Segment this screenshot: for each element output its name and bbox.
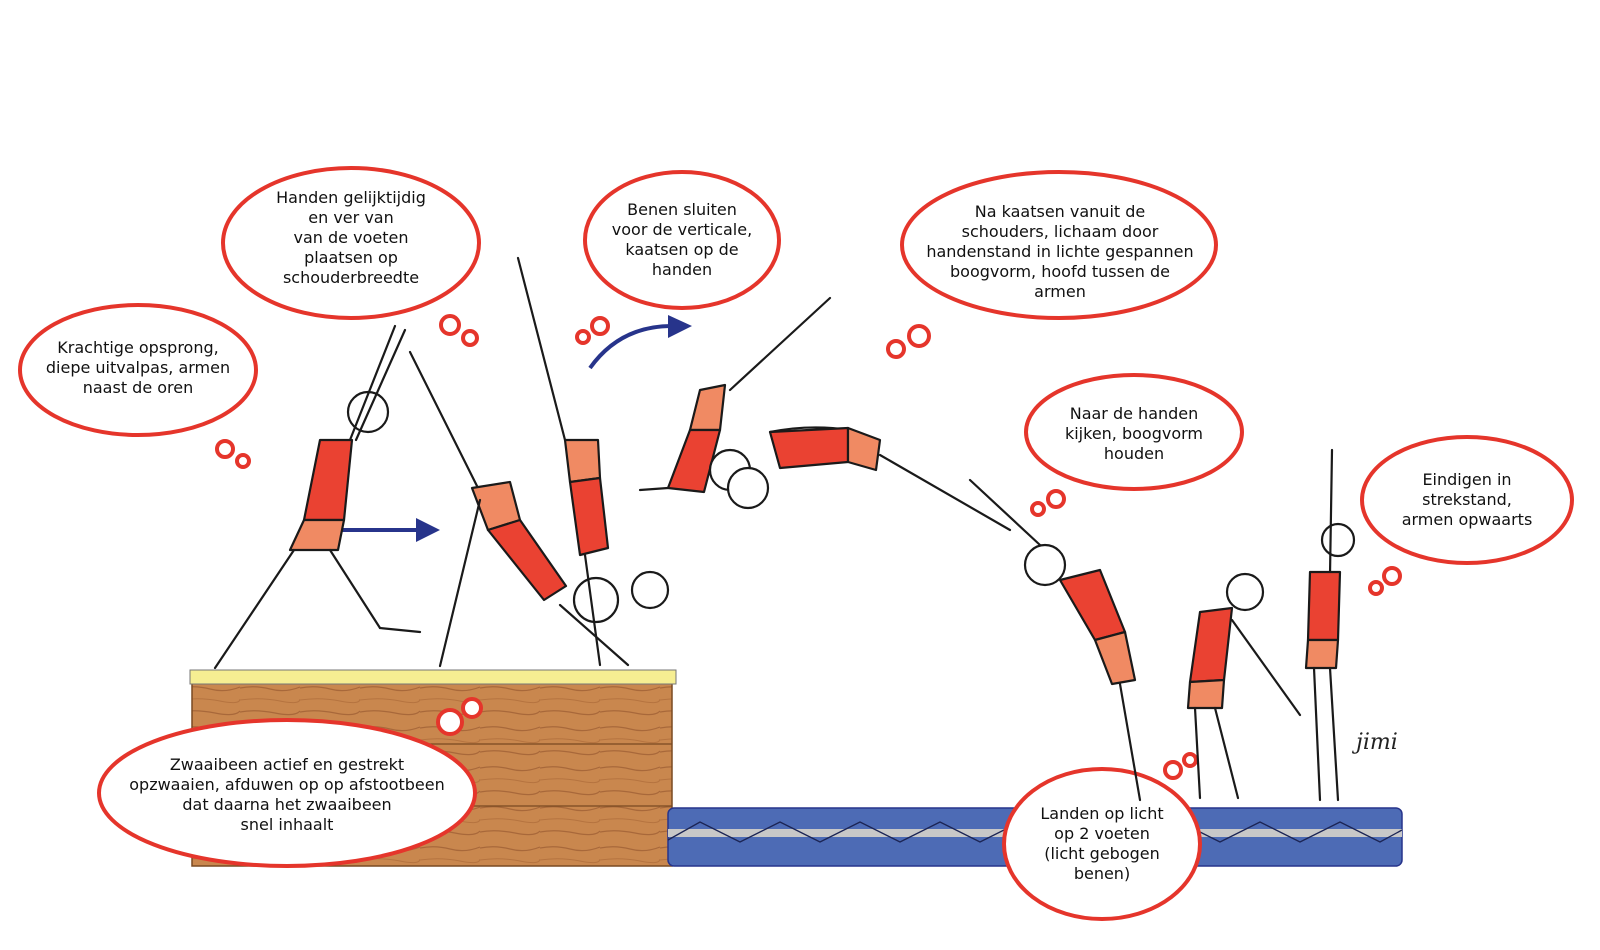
bubble-handen-text: Handen gelijktijdig en ver van van de vo…: [276, 188, 426, 287]
arrow-rotation: [588, 315, 692, 370]
bubble-zwaaibeen: [97, 697, 483, 868]
bubble-kaatsen: [886, 170, 1218, 359]
gymnast-stand: [1304, 448, 1356, 802]
bubble-benen-text: Benen sluiten voor de verticale, kaatsen…: [611, 200, 753, 279]
bubble-eindigen: [1360, 435, 1574, 596]
gymnast-lunge: [213, 324, 422, 670]
gymnast-landing: [1186, 572, 1302, 800]
bubble-eindigen-text: Eindigen in strekstand, armen opwaarts: [1401, 470, 1533, 529]
bubble-kaatsen-text: Na kaatsen vanuit de schouders, lichaam …: [926, 202, 1194, 301]
gymnast-arch: [726, 426, 1012, 532]
bubble-kijken-text: Naar de handen kijken, boogvorm houden: [1064, 404, 1204, 463]
bubbles: [18, 166, 1574, 921]
bubble-handen: [221, 166, 481, 347]
gymnast-descent: [968, 478, 1142, 802]
bubble-landen-text: Landen op licht op 2 voeten (licht gebog…: [1040, 804, 1164, 883]
bubble-landen: [1002, 752, 1202, 921]
bubble-opsprong: [18, 303, 258, 469]
bubble-opsprong-text: Krachtige opsprong, diepe uitvalpas, arm…: [45, 338, 231, 397]
bubble-kijken: [1024, 373, 1244, 517]
artist-signature: jimi: [1356, 730, 1398, 755]
bubble-zwaaibeen-text: Zwaaibeen actief en gestrekt opzwaaien, …: [129, 755, 445, 834]
gymnast-handstand: [516, 256, 670, 667]
gymnast-step: [408, 350, 630, 668]
bubble-benen: [575, 170, 781, 345]
